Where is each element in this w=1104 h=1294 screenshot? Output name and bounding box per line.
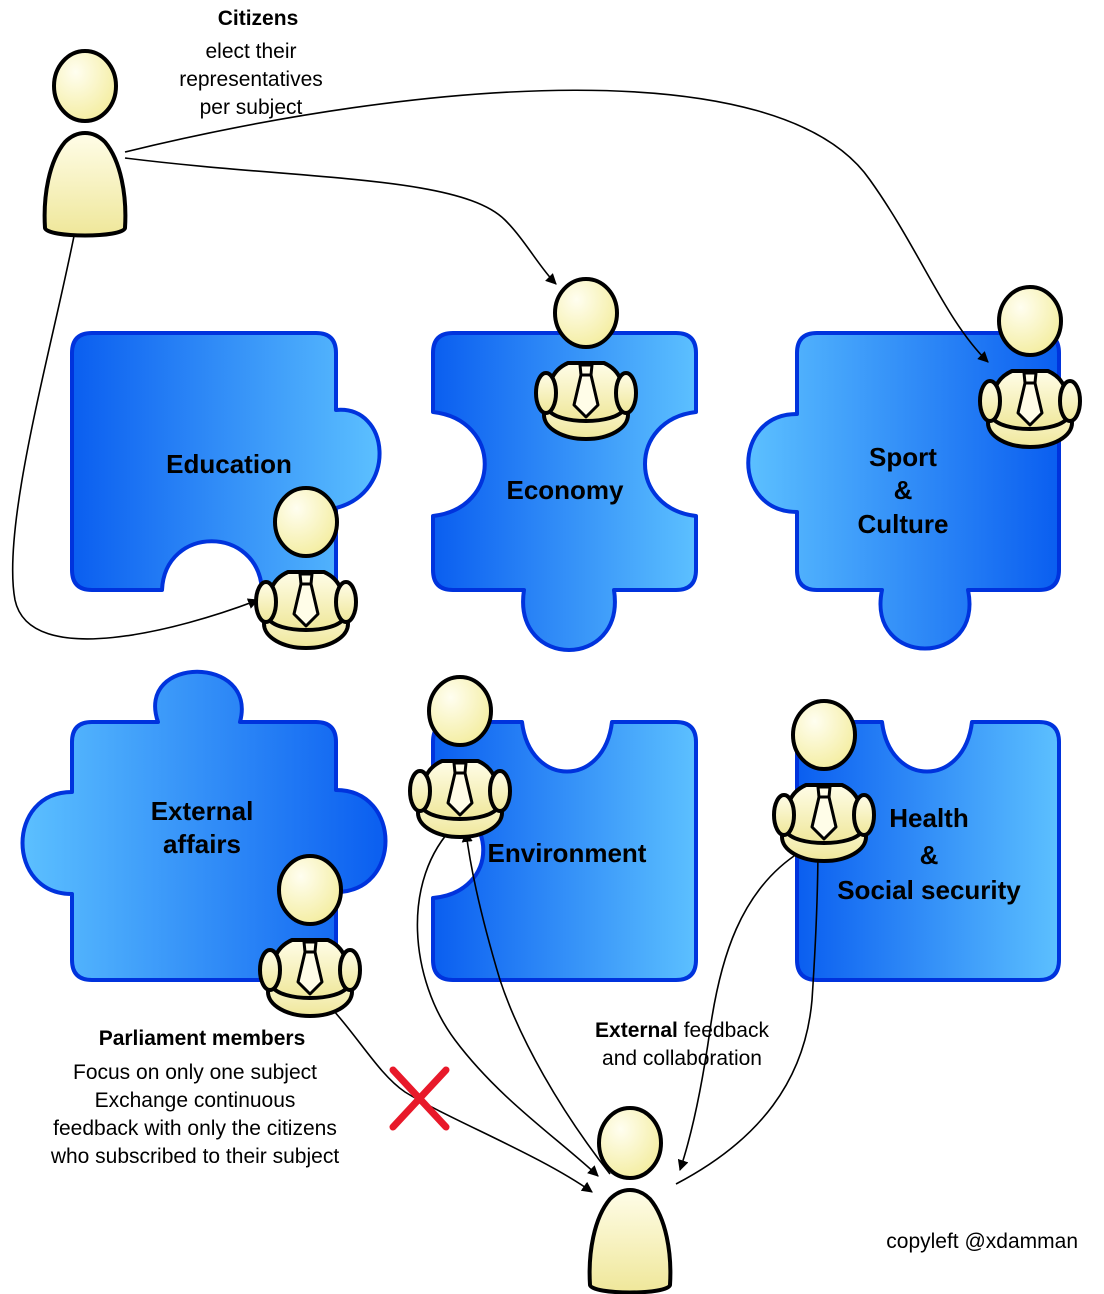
arrow-health-member-to-bottom bbox=[677, 851, 801, 1172]
external-citizen-person-icon bbox=[587, 1106, 673, 1294]
arrow-bottom-to-health-member bbox=[675, 840, 824, 1185]
subject-label-education: Education bbox=[166, 449, 292, 479]
subject-label-amp2: & bbox=[920, 840, 939, 870]
parliament-line-2: Exchange continuous bbox=[95, 1089, 296, 1112]
arrow-citizen-to-sport bbox=[124, 89, 989, 363]
external-bold: External bbox=[595, 1019, 678, 1042]
subject-label-external: External bbox=[151, 796, 254, 826]
citizens-line-1: elect their bbox=[205, 40, 296, 63]
subject-label-culture: Culture bbox=[858, 509, 949, 539]
arrow-env-member-to-bottom bbox=[416, 824, 599, 1177]
citizens-line-3: per subject bbox=[200, 96, 303, 119]
external-rest: feedback bbox=[678, 1019, 770, 1042]
parliament-line-1: Focus on only one subject bbox=[73, 1061, 317, 1084]
subject-label-social-security: Social security bbox=[837, 875, 1021, 905]
arrow-citizen-to-education bbox=[11, 204, 260, 640]
subject-label-sport: Sport bbox=[869, 442, 937, 472]
subject-label-environment: Environment bbox=[488, 838, 647, 868]
parliament-title: Parliament members bbox=[99, 1027, 306, 1050]
subject-label-economy: Economy bbox=[506, 475, 624, 505]
arrow-citizen-to-economy bbox=[124, 157, 557, 285]
line-member-to-bottom bbox=[332, 1009, 593, 1193]
citizen-person-icon bbox=[42, 49, 128, 238]
external-feedback-line-1: External feedback bbox=[595, 1019, 769, 1042]
citizens-line-2: representatives bbox=[179, 68, 323, 91]
subject-label-affairs: affairs bbox=[163, 829, 241, 859]
red-cross-icon bbox=[389, 1066, 450, 1131]
subject-label-health: Health bbox=[889, 803, 968, 833]
arrow-bottom-to-env-member bbox=[461, 830, 611, 1175]
external-feedback-line-2: and collaboration bbox=[602, 1047, 762, 1070]
parliament-line-4: who subscribed to their subject bbox=[50, 1145, 339, 1168]
subject-label-amp: & bbox=[894, 475, 913, 505]
citizens-title: Citizens bbox=[218, 7, 299, 30]
copyleft-credit: copyleft @xdamman bbox=[886, 1230, 1078, 1253]
parliament-line-3: feedback with only the citizens bbox=[53, 1117, 337, 1140]
